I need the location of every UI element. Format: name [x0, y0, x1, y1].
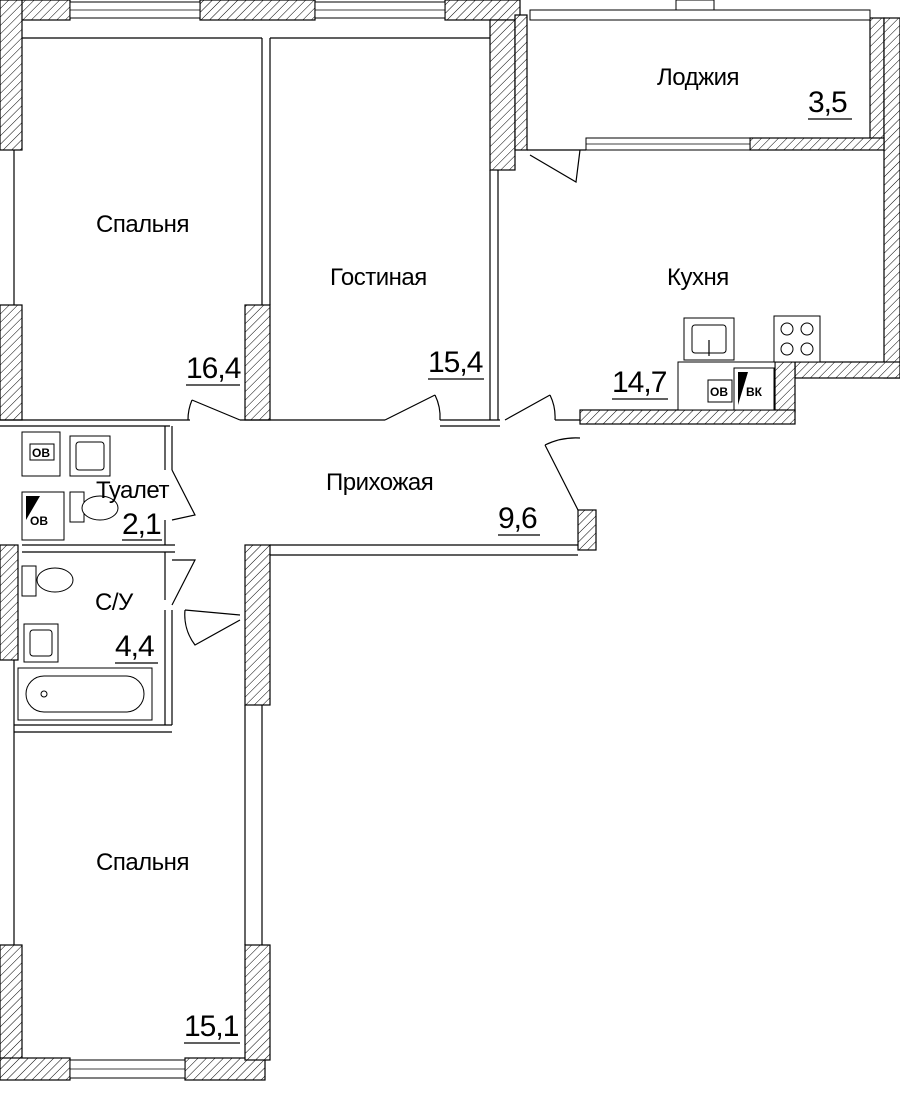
bathroom-toilet-icon [21, 565, 37, 597]
windows [69, 0, 871, 1079]
room-name-living: Гостиная [330, 264, 427, 291]
room-area-living: 15,4 [428, 346, 483, 379]
room-labels: Спальня 16,4 Гостиная 15,4 Лоджия 3,5 Ку… [95, 64, 852, 1044]
shaft-kitchen-vk: ВК [746, 385, 763, 399]
shaft-ov-bottom: ОВ [30, 514, 48, 528]
fixtures [17, 315, 821, 721]
room-name-kitchen: Кухня [667, 264, 729, 291]
room-area-bathroom: 4,4 [115, 630, 154, 663]
room-name-loggia: Лоджия [657, 64, 739, 91]
room-name-bedroom2: Спальня [96, 849, 189, 876]
room-area-loggia: 3,5 [808, 86, 847, 119]
room-area-toilet: 2,1 [122, 508, 161, 541]
shaft-ov-top: ОВ [32, 446, 50, 460]
room-name-bedroom1: Спальня [96, 211, 189, 238]
room-area-bedroom1: 16,4 [186, 352, 241, 385]
interior-partitions [0, 37, 586, 945]
room-name-toilet: Туалет [96, 477, 169, 504]
room-area-hall: 9,6 [498, 502, 537, 535]
room-area-bedroom2: 15,1 [184, 1010, 239, 1043]
shaft-kitchen-ov: ОВ [710, 385, 728, 399]
room-name-hall: Прихожая [326, 469, 433, 496]
stove-icon [773, 315, 821, 363]
room-name-bathroom: С/У [95, 589, 134, 616]
room-area-kitchen: 14,7 [612, 366, 667, 399]
doors [171, 149, 581, 646]
shafts: ОВ ОВ ОВ ВК [21, 367, 775, 541]
